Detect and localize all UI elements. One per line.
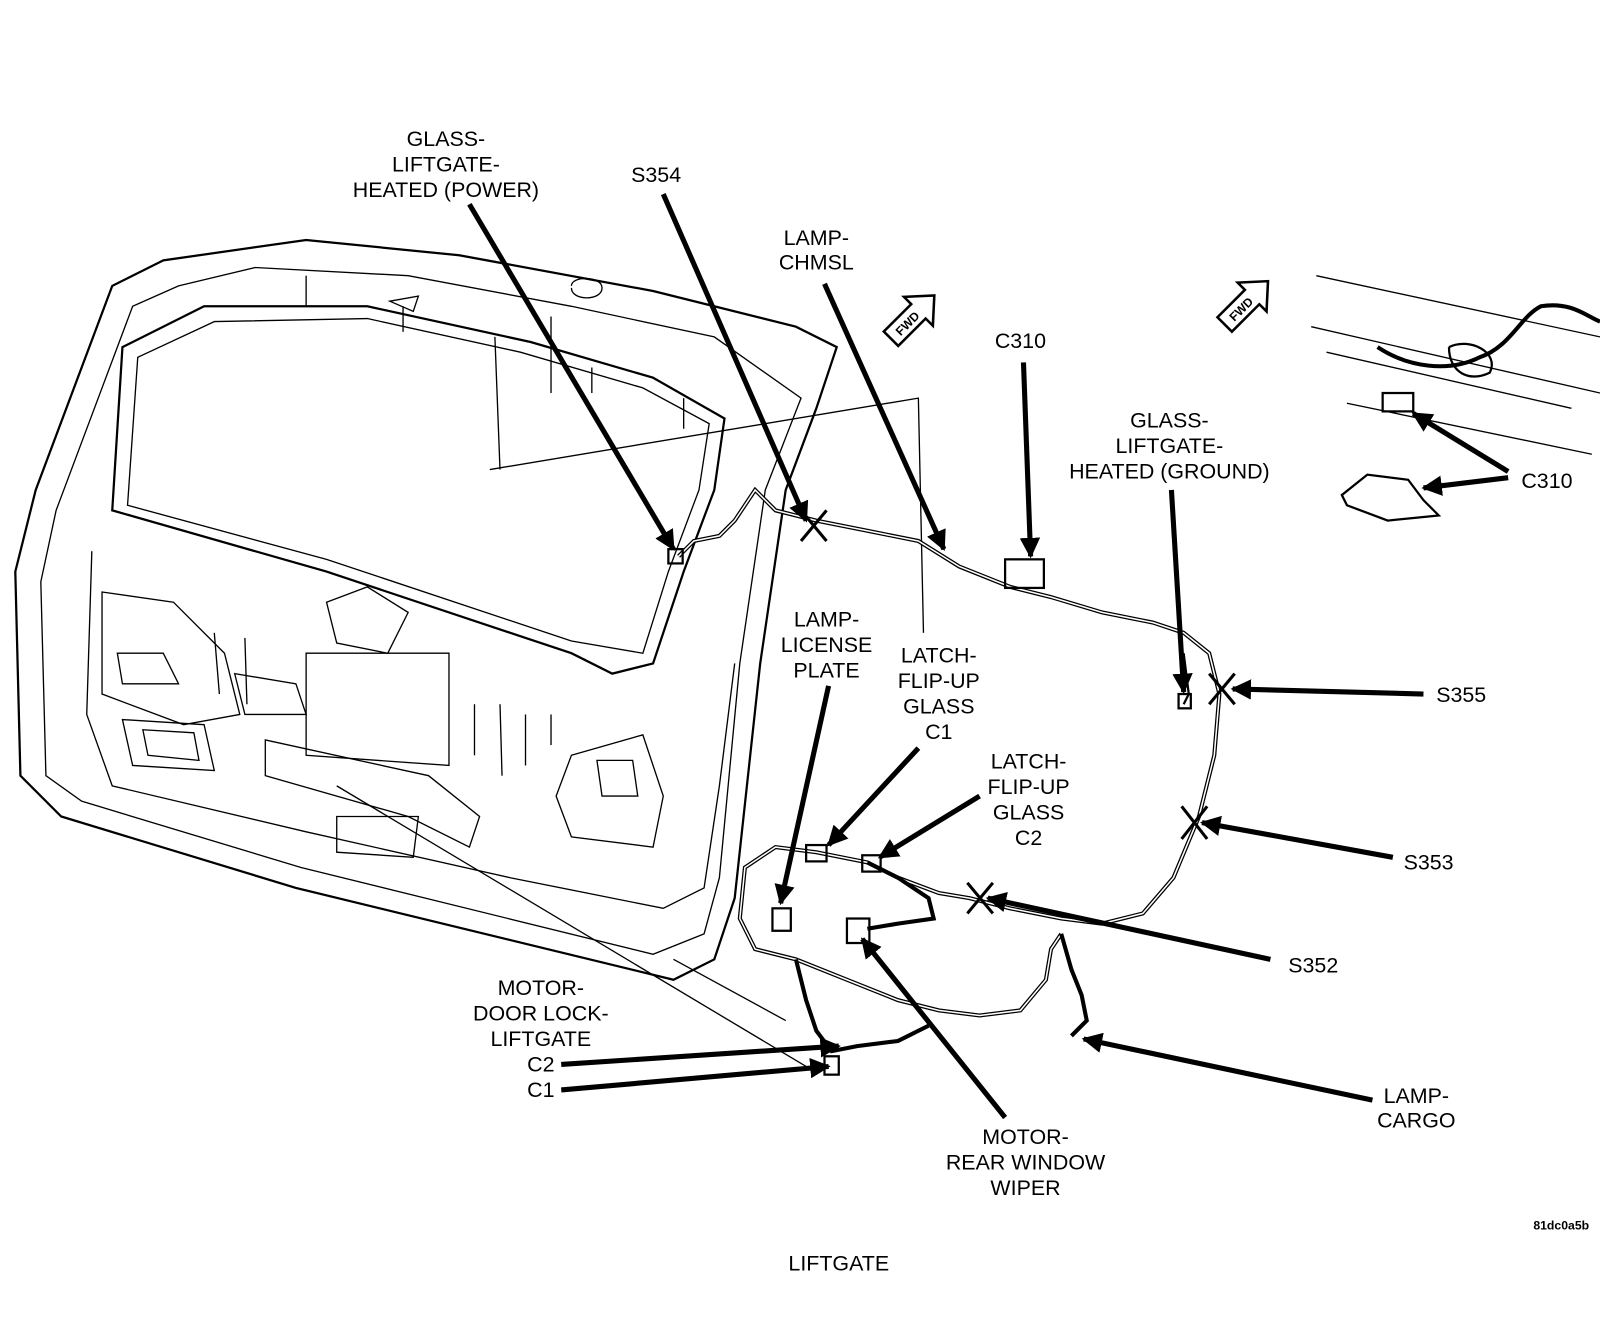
label-line: HEATED (GROUND)	[1069, 460, 1270, 484]
label-line: C1	[527, 1078, 554, 1102]
callout-lamp-chmsl: LAMP- CHMSL	[779, 226, 854, 274]
leader-lamp-cargo	[1081, 1032, 1373, 1103]
label-line: LAMP-	[1384, 1084, 1449, 1108]
wiring-harness	[667, 486, 1222, 1076]
callout-c310-detail: C310	[1521, 469, 1572, 493]
label-line: LAMP-	[784, 226, 849, 250]
callout-glass-power: GLASS- LIFTGATE- HEATED (POWER)	[353, 127, 539, 202]
label-line: LIFTGATE-	[1115, 434, 1223, 458]
callout-lamp-license: LAMP- LICENSE PLATE	[781, 608, 873, 683]
leader-c310-detail-2	[1421, 475, 1509, 496]
callout-glass-ground: GLASS- LIFTGATE- HEATED (GROUND)	[1069, 409, 1270, 484]
latch-c1-connector	[805, 843, 828, 863]
label-line: REAR WINDOW	[946, 1151, 1106, 1175]
leader-lamp-license	[774, 685, 832, 906]
leader-latch-c1	[826, 746, 921, 847]
label-line: MOTOR-	[498, 976, 584, 1000]
label-line: CHMSL	[779, 251, 854, 275]
leader-door-lock-c1	[561, 1057, 831, 1093]
label-line: LICENSE	[781, 633, 873, 657]
callout-latch-c2: LATCH- FLIP-UP GLASS C2	[988, 750, 1070, 851]
leader-glass-ground	[1168, 489, 1193, 695]
leader-c310-detail-1	[1411, 411, 1510, 474]
callout-latch-c1: LATCH- FLIP-UP GLASS C1	[898, 643, 980, 744]
label-line: HEATED (POWER)	[353, 178, 539, 202]
label-line: C1	[925, 720, 952, 744]
label-line: WIPER	[990, 1176, 1060, 1200]
label-line: FLIP-UP	[988, 775, 1070, 799]
label-line: GLASS-	[407, 127, 486, 151]
fwd-arrow-icon: FWD	[1215, 279, 1270, 334]
heated-glass-ground-terminal	[1177, 692, 1192, 710]
label-line: LATCH-	[901, 643, 977, 667]
label-line: CARGO	[1377, 1109, 1456, 1133]
callout-motor-door-lock: MOTOR- DOOR LOCK- LIFTGATE C2 C1	[473, 976, 609, 1102]
figure-caption: LIFTGATE	[788, 1252, 889, 1276]
callout-s353: S353	[1404, 851, 1454, 875]
leader-s352	[985, 892, 1271, 962]
leader-door-lock-c2	[561, 1037, 841, 1067]
label-line: MOTOR-	[982, 1125, 1068, 1149]
label-line: LAMP-	[794, 608, 859, 632]
c310-detail-inset	[1311, 275, 1600, 522]
label-line: GLASS	[903, 694, 974, 718]
leader-arrows	[467, 193, 1510, 1120]
leader-glass-power	[467, 202, 676, 551]
liftgate-drawing	[14, 238, 925, 1068]
fwd-arrow-icon: FWD	[882, 294, 936, 348]
label-line: C2	[1015, 826, 1042, 850]
leader-c310	[1019, 362, 1041, 559]
leader-latch-c2	[877, 793, 981, 860]
leader-s355	[1230, 679, 1424, 700]
label-line: FLIP-UP	[898, 669, 980, 693]
splice-markers	[799, 509, 1236, 915]
label-line: LATCH-	[991, 750, 1067, 774]
leader-s354	[660, 193, 809, 523]
callout-c310: C310	[995, 329, 1046, 353]
label-line: C2	[527, 1053, 554, 1077]
splice-s355-mark	[1208, 672, 1236, 706]
latch-c2-connector	[861, 854, 882, 873]
callout-s354: S354	[631, 163, 681, 187]
leader-s353	[1200, 815, 1394, 860]
callout-s352: S352	[1288, 954, 1338, 978]
label-line: PLATE	[793, 659, 859, 683]
label-line: LIFTGATE	[490, 1027, 591, 1051]
callout-motor-wiper: MOTOR- REAR WINDOW WIPER	[946, 1125, 1106, 1200]
figure-id: 81dc0a5b	[1533, 1219, 1589, 1233]
label-line: LIFTGATE-	[392, 153, 500, 177]
label-line: DOOR LOCK-	[473, 1002, 609, 1026]
label-line: GLASS	[993, 801, 1064, 825]
license-lamp-connector	[771, 907, 792, 932]
wiper-motor-connector	[845, 917, 871, 945]
leader-lamp-chmsl	[822, 282, 947, 552]
callout-lamp-cargo: LAMP- CARGO	[1377, 1084, 1456, 1132]
c310-connector	[1003, 558, 1046, 590]
label-line: GLASS-	[1130, 409, 1209, 433]
callout-s355: S355	[1436, 683, 1486, 707]
leader-wiper-motor	[860, 937, 1008, 1120]
heated-glass-power-terminal	[667, 548, 684, 565]
